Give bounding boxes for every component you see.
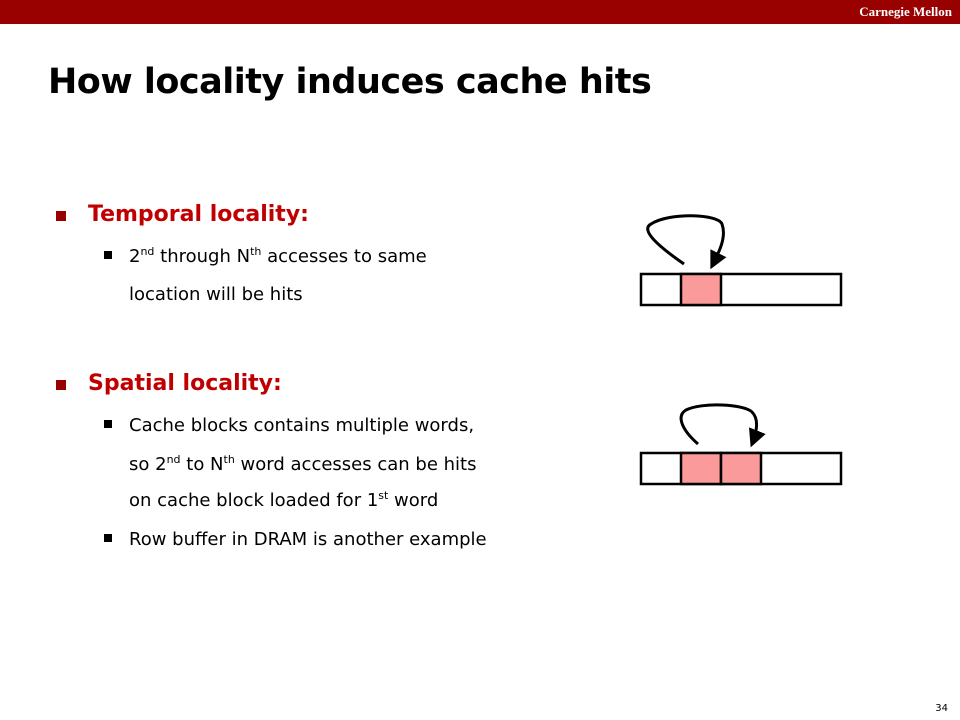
brand-label: Carnegie Mellon <box>859 4 952 19</box>
header-bar: Carnegie Mellon <box>0 0 960 24</box>
spatial-heading: Spatial locality: <box>88 371 282 396</box>
memory-row <box>639 272 843 307</box>
square-bullet-icon <box>104 251 112 259</box>
neighbor-arrow <box>679 403 766 448</box>
spatial-diagram <box>639 403 843 486</box>
spatial-bullet-1-line3: on cache block loaded for 1st word <box>129 489 439 511</box>
spatial-bullet-1-line1: Cache blocks contains multiple words, <box>129 415 475 436</box>
square-bullet-icon <box>104 534 112 542</box>
temporal-bullet-line1: 2nd through Nth accesses to same <box>129 245 427 267</box>
temporal-bullet-line2: location will be hits <box>129 284 303 305</box>
page-number: 34 <box>935 703 948 714</box>
reuse-arrow <box>646 214 727 270</box>
accessed-word <box>679 272 723 307</box>
square-bullet-icon <box>104 420 112 428</box>
spatial-bullet-2-text: Row buffer in DRAM is another example <box>129 529 487 550</box>
temporal-diagram <box>639 214 843 307</box>
square-bullet-icon <box>56 211 66 221</box>
first-word <box>679 451 723 486</box>
square-bullet-icon <box>56 380 66 390</box>
neighbor-word <box>719 451 763 486</box>
temporal-heading: Temporal locality: <box>88 202 309 227</box>
slide-title: How locality induces cache hits <box>48 62 652 102</box>
spatial-bullet-1-line2: so 2nd to Nth word accesses can be hits <box>129 453 477 475</box>
